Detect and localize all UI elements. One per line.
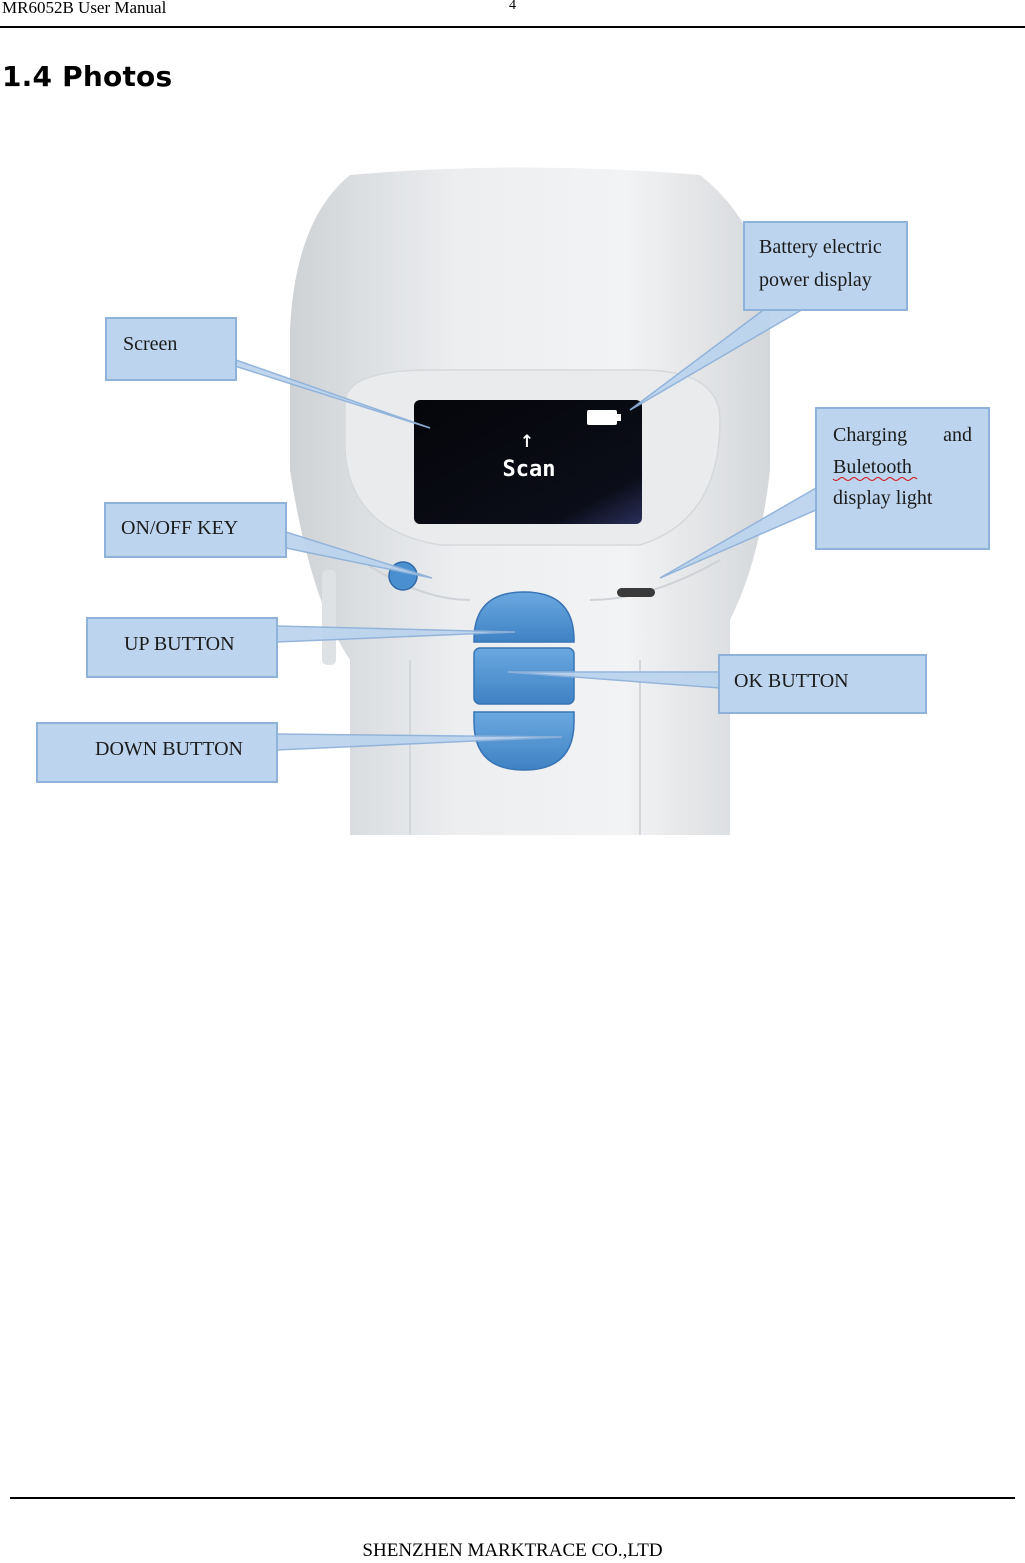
spellcheck-underline — [832, 477, 918, 481]
indicator-light — [617, 588, 655, 597]
onoff-callout-text: ON/OFF KEY — [121, 517, 238, 539]
battery-callout-line-1: Battery electric — [759, 236, 882, 258]
footer-company: SHENZHEN MARKTRACE CO.,LTD — [362, 1540, 663, 1561]
footer-rule — [10, 1497, 1015, 1499]
charging-callout-word-1: Charging — [833, 424, 907, 446]
charging-callout-line-2: Buletooth — [833, 456, 912, 478]
screen-callout-text: Screen — [123, 333, 177, 355]
up-callout-text: UP BUTTON — [124, 633, 235, 655]
screen-callout-box — [105, 317, 237, 381]
screen-arrow-icon: ↑ — [520, 432, 534, 452]
up-button — [473, 591, 575, 643]
header-page-number: 4 — [509, 0, 516, 13]
device-photo: ↑ Scan Screen Battery electric power dis… — [36, 167, 990, 835]
ok-callout-box — [718, 654, 927, 714]
down-button — [473, 711, 575, 771]
battery-icon — [587, 410, 621, 425]
screen-scan-text: Scan — [503, 457, 556, 482]
battery-callout-line-2: power display — [759, 269, 872, 291]
ok-callout-text: OK BUTTON — [734, 670, 849, 692]
button-cluster — [473, 591, 575, 771]
battery-callout-box — [743, 221, 908, 311]
header-rule — [0, 26, 1025, 28]
onoff-callout-box — [104, 502, 287, 558]
section-title: 1.4 Photos — [2, 60, 173, 93]
charging-callout-word-2: and — [943, 424, 972, 446]
down-callout-box — [36, 722, 278, 783]
down-callout-text: DOWN BUTTON — [95, 738, 243, 760]
device-screen: ↑ Scan — [414, 400, 642, 524]
charging-callout-line-3: display light — [833, 487, 933, 509]
up-callout-box — [86, 617, 278, 678]
header-doc-title: MR6052B User Manual — [2, 0, 167, 17]
